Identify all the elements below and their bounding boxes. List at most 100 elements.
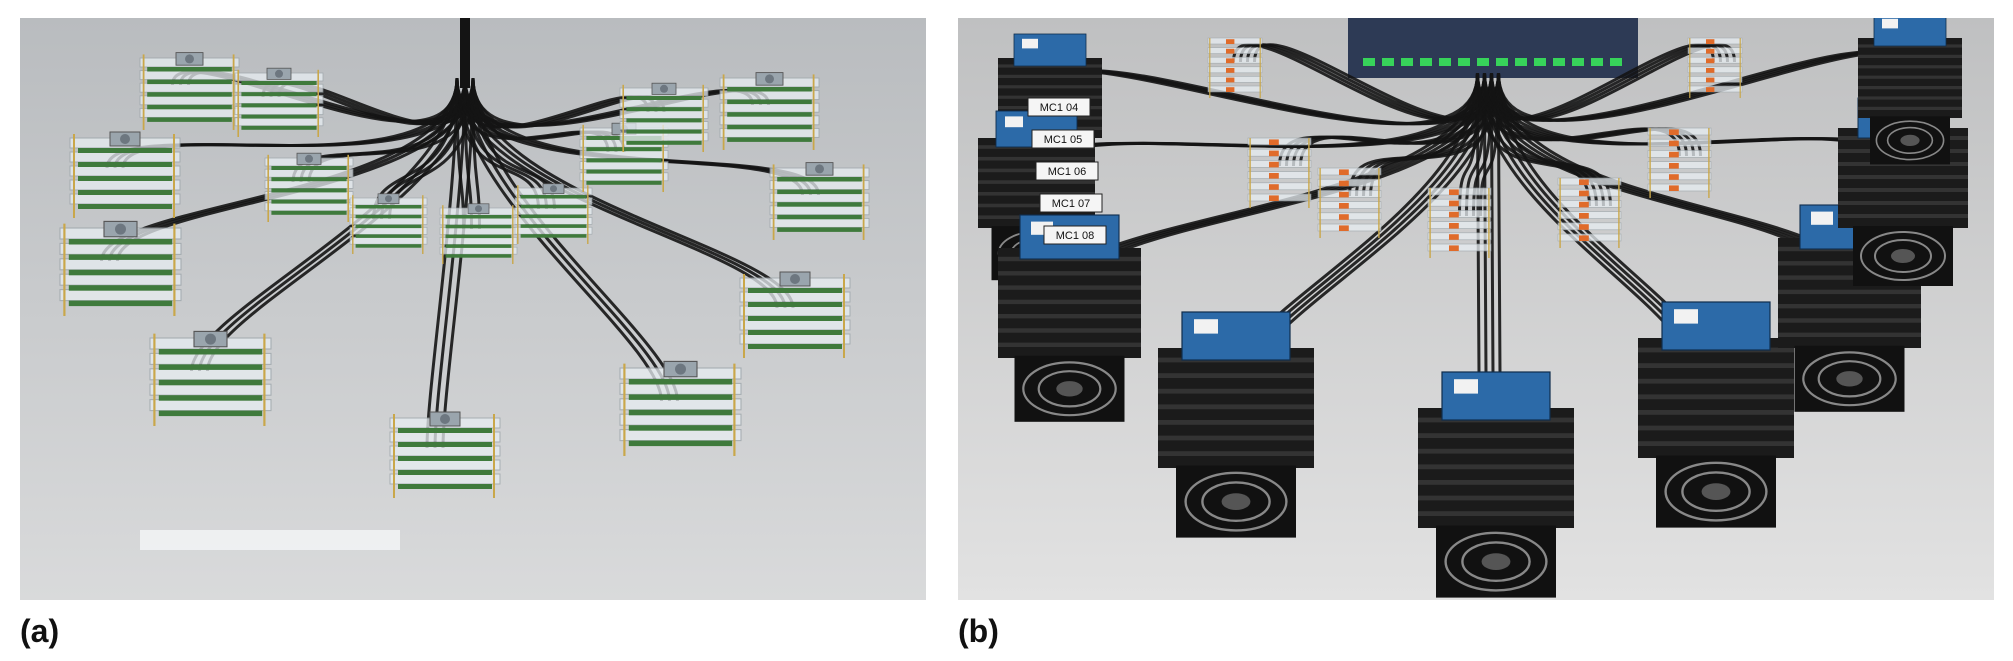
connector [1269, 139, 1279, 145]
acrylic-plate [1207, 66, 1263, 74]
connector [1706, 39, 1715, 44]
circuit-board [626, 129, 702, 134]
pi-stack [149, 330, 272, 427]
acrylic-plate [1207, 56, 1263, 64]
connector [1269, 173, 1279, 179]
acrylic-plate [1207, 37, 1263, 45]
heatsink-unit [1158, 311, 1314, 538]
circuit-board [777, 177, 862, 182]
pi-stack [439, 203, 518, 264]
heatsink-fin [978, 156, 1095, 161]
tag-text: MC1 05 [1044, 134, 1083, 146]
circuit-board [727, 124, 812, 130]
acrylic-plate [149, 368, 272, 381]
circuit-board [628, 379, 733, 385]
fan-icon [475, 205, 482, 213]
connector [1449, 189, 1459, 195]
fan-hub [1481, 553, 1511, 570]
acrylic-plate [264, 168, 354, 178]
acrylic-plate [1207, 76, 1263, 83]
connector [1226, 68, 1235, 73]
fan-hub [1221, 493, 1251, 510]
circuit-board [398, 442, 492, 447]
fan-icon [1656, 455, 1776, 528]
connector [1449, 234, 1459, 240]
fan-icon [660, 84, 668, 93]
fan-grille [1817, 360, 1882, 398]
circuit-board [626, 140, 702, 145]
heatsink-fin [978, 203, 1095, 208]
acrylic-plate [769, 192, 870, 203]
circuit-board [445, 215, 512, 219]
fan-hub [1056, 381, 1083, 397]
acrylic-plate [234, 106, 324, 116]
acrylic-plate [1687, 66, 1743, 74]
acrylic-plate [139, 95, 240, 106]
port-led [1401, 58, 1413, 66]
acrylic-plate [439, 227, 518, 235]
acrylic-plate [1247, 182, 1312, 191]
connector [1449, 211, 1459, 218]
acrylic-plate [1647, 161, 1712, 169]
circuit-board [355, 205, 422, 209]
port-led [1496, 58, 1508, 66]
connector [1669, 185, 1679, 191]
circuit-board [271, 210, 347, 215]
connector [1706, 48, 1715, 54]
heatsink-fin [998, 285, 1141, 290]
circuit-board [241, 81, 317, 85]
ethernet-jack [1194, 319, 1218, 334]
heatsink-fin [1418, 464, 1574, 470]
acrylic-plate [1557, 188, 1622, 197]
acrylic-plate [349, 217, 428, 225]
heatsink-fin [998, 74, 1102, 78]
tag-background [1039, 193, 1103, 213]
fan-icon [305, 154, 313, 163]
circuit-board [147, 92, 232, 97]
cable [1232, 43, 1479, 121]
acrylic-plate [1557, 211, 1622, 219]
circuit-board [68, 285, 173, 291]
acrylic-plate [514, 207, 593, 215]
port-led [1572, 58, 1584, 66]
acrylic-plate [149, 352, 272, 365]
circuit-board [586, 158, 662, 163]
circuit-board [241, 125, 317, 130]
fan-grille [1201, 481, 1271, 523]
fan-icon [1176, 465, 1296, 538]
connector [1669, 151, 1679, 158]
circuit-board [628, 425, 733, 431]
acrylic-plate [1207, 85, 1263, 93]
tag-background [1027, 97, 1091, 117]
circuit-board [68, 269, 173, 276]
heatsink-fin [1858, 65, 1962, 69]
circuit-board [748, 302, 842, 307]
heatsink-fin [998, 85, 1102, 89]
acrylic-plate [1647, 138, 1712, 147]
acrylic-plate [1427, 221, 1492, 229]
acrylic-plate [1247, 160, 1312, 168]
acrylic-plate [579, 161, 669, 171]
connector [1579, 235, 1589, 241]
fan-icon [275, 69, 283, 78]
acrylic-plate [769, 205, 870, 216]
circuit-board [78, 162, 172, 167]
connector [1706, 68, 1715, 73]
connector [1579, 213, 1589, 219]
heatsink-fin [1638, 378, 1794, 384]
acrylic-plate [389, 473, 501, 485]
acrylic-plate [439, 237, 518, 245]
circuit-board [398, 428, 492, 433]
acrylic-plate [59, 289, 182, 302]
acrylic-plate [619, 413, 742, 426]
circuit-board [78, 176, 172, 181]
connector [1579, 201, 1589, 208]
acrylic-plate [349, 207, 428, 216]
circuit-board [68, 239, 173, 245]
fan-grille [1664, 461, 1768, 522]
acrylic-plate [739, 305, 851, 317]
heatsink-fin [1858, 106, 1962, 110]
circuit-board [628, 394, 733, 400]
heatsink-fin [978, 192, 1095, 196]
